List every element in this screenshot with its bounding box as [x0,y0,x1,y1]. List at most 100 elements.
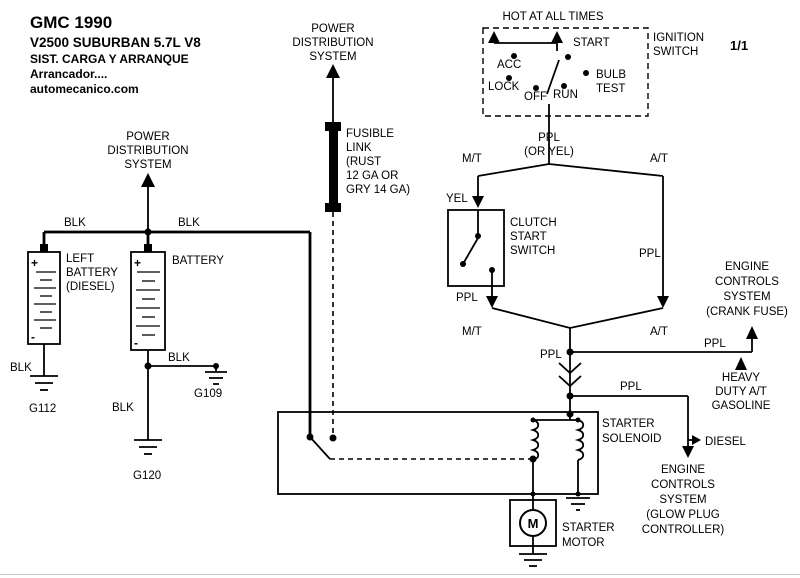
doc-system-line: SIST. CARGA Y ARRANQUE [30,52,189,66]
battery-bus: BLK BLK [44,217,312,437]
solenoid-coil-icon [529,419,540,461]
fusible-link-line4: 12 GA OR [346,170,398,182]
solenoid-coil-icon [574,419,585,461]
page-bottom-divider [0,574,800,575]
clutch-switch-label-line2: START [510,231,547,243]
diesel-note: DIESEL [705,436,747,448]
ground-g120: BLK G120 [112,366,162,482]
battery-label: BATTERY [172,255,224,267]
wire-label-at: A/T [650,326,668,338]
arrow-down-icon [657,296,669,308]
wire-label-mt: M/T [462,153,482,165]
arrow-right-icon [692,435,701,445]
battery-plus-sign: + [134,256,141,270]
arrow-up-icon [141,173,155,187]
heavy-duty-note-line3: GASOLINE [712,400,771,412]
page-indicator: 1/1 [730,38,748,53]
starter-motor-label-line1: STARTER [562,522,615,534]
starter-motor: M STARTER MOTOR [509,499,615,567]
arrow-up-icon [488,31,500,43]
main-battery: + - BATTERY [130,232,224,351]
arrow-up-icon [326,64,340,78]
inline-connector-icon [558,375,582,388]
fusible-link-line3: (RUST [346,156,381,168]
wire-label-ppl: PPL [704,338,726,350]
doc-component-line: Arrancador.... [30,67,107,81]
ignition-position-bulb: BULB [596,69,626,81]
motor-symbol-letter: M [528,516,539,531]
engine-controls-glow-line2: CONTROLS [651,479,715,491]
ignition-position-off: OFF [524,91,547,103]
wire-label-ppl: PPL [639,248,661,260]
hot-at-all-times-note: HOT AT ALL TIMES [503,11,604,23]
ignition-position-test: TEST [596,83,625,95]
engine-controls-glow-line5: CONTROLLER) [642,524,725,536]
fusible-link: FUSIBLE LINK (RUST 12 GA OR GRY 14 GA) [325,122,410,442]
power-dist-left-line1: POWER [126,131,169,143]
arrow-down-icon [682,446,694,458]
starter-solenoid-label-line2: SOLENOID [602,433,661,445]
power-dist-top-line1: POWER [311,23,354,35]
heavy-duty-note-line2: DUTY A/T [715,386,767,398]
clutch-switch-label-line1: CLUTCH [510,217,557,229]
engine-controls-glow-line4: (GLOW PLUG [646,509,720,521]
left-battery-label-line1: LEFT [66,253,94,265]
fusible-link-line1: FUSIBLE [346,128,394,140]
fusible-link-line2: LINK [346,142,372,154]
engine-controls-crank-line1: ENGINE [725,261,769,273]
ground-label-g120: G120 [133,470,161,482]
left-battery-label-line2: BATTERY [66,267,118,279]
inline-connector-icon [558,362,582,375]
ground-label-g109: G109 [194,388,222,400]
doc-title: GMC 1990 [30,13,112,32]
wire-label-mt: M/T [462,326,482,338]
wire-label-yel: YEL [446,193,468,205]
engine-controls-crank-line4: (CRANK FUSE) [706,306,788,318]
ignition-position-acc: ACC [497,59,521,71]
doc-website: automecanico.com [30,82,139,96]
arrow-down-icon [486,296,498,308]
ignition-position-start: START [573,37,610,49]
left-battery-label-line3: (DIESEL) [66,281,115,293]
starter-motor-label-line2: MOTOR [562,537,605,549]
engine-controls-crank-line3: SYSTEM [723,291,770,303]
wire-label-at: A/T [650,153,668,165]
wire-label-blk: BLK [168,352,190,364]
starter-solenoid-label-line1: STARTER [602,418,655,430]
crank-branch: PPL ENGINE CONTROLS SYSTEM (CRANK FUSE) … [570,261,788,412]
ignition-switch-label-line1: IGNITION [653,32,704,44]
ground-label-g112: G112 [29,403,56,415]
wire-label-or-yel: (OR YEL) [524,146,574,158]
ignition-position-lock: LOCK [488,81,520,93]
doc-subtitle: V2500 SUBURBAN 5.7L V8 [30,35,201,50]
arrow-down-icon [472,196,484,208]
clutch-switch-label-line3: SWITCH [510,245,555,257]
engine-controls-crank-line2: CONTROLS [715,276,779,288]
wire-label-ppl: PPL [620,381,642,393]
battery-minus-sign: - [31,330,35,344]
starter-solenoid: STARTER SOLENOID [277,410,661,511]
wire-label-blk: BLK [178,217,200,229]
header-block: GMC 1990 V2500 SUBURBAN 5.7L V8 SIST. CA… [30,13,201,96]
wire-label-ppl: PPL [540,349,562,361]
left-battery: + - LEFT BATTERY (DIESEL) [27,232,118,345]
ignition-switch-label-line2: SWITCH [653,46,698,58]
power-distribution-left: POWER DISTRIBUTION SYSTEM [107,131,189,232]
engine-controls-glow-line3: SYSTEM [659,494,706,506]
wire-label-blk: BLK [112,402,134,414]
battery-plus-sign: + [31,256,38,270]
wire-label-ppl: PPL [538,132,560,144]
power-dist-left-line2: DISTRIBUTION [107,145,188,157]
ground-g109: BLK G109 [144,350,227,400]
clutch-start-switch: YEL CLUTCH START SWITCH PPL M/T [446,176,557,338]
power-dist-left-line3: SYSTEM [124,159,171,171]
arrow-up-icon [735,357,747,370]
ignition-switch: HOT AT ALL TIMES ACC LOCK OFF RUN START … [482,11,704,164]
at-branch: PPL A/T [639,176,669,338]
ground-g112: BLK G112 [10,344,58,415]
wire-label-blk: BLK [64,217,86,229]
power-dist-top-line2: DISTRIBUTION [292,37,373,49]
ignition-position-run: RUN [553,89,578,101]
battery-minus-sign: - [134,336,138,350]
